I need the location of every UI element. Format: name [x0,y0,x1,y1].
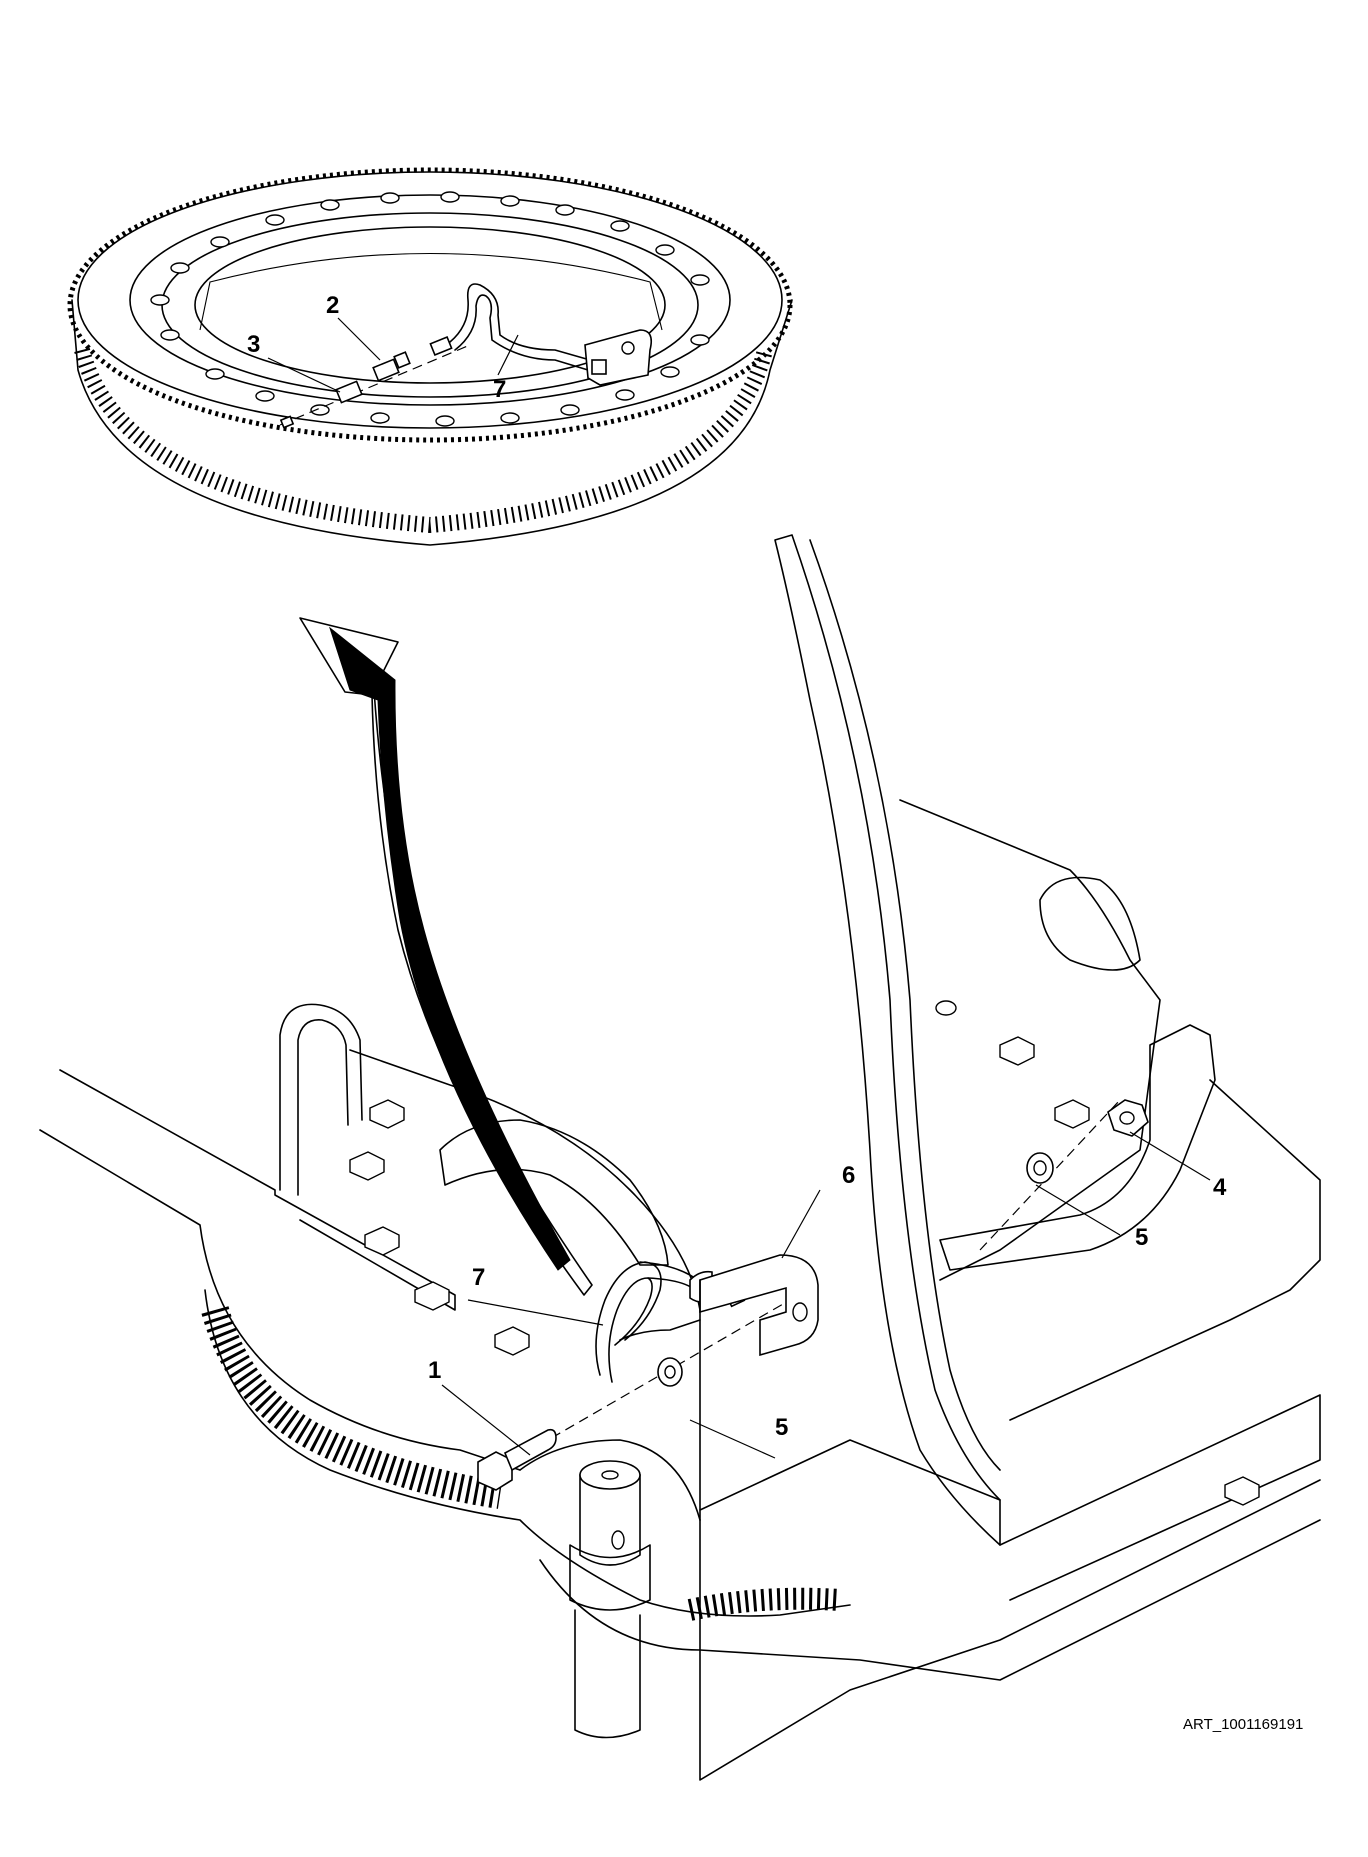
upper-platform [899,799,1161,1281]
leader-lines [267,317,1211,1459]
lower-right-deck [999,1394,1321,1601]
right-bracket-plate [939,1024,1216,1271]
ring-bolt-holes [150,191,710,427]
base-plate-curve [519,1439,1321,1681]
pivot-pin [569,1460,651,1739]
ring-gear-side [71,299,793,546]
callout-5-upper: 5 [1135,1224,1148,1251]
inset-hose-7 [429,283,653,386]
assembly-centerline-lower [509,1299,791,1463]
inset-grease-fitting-3 [279,380,363,429]
lower-gear-ring [201,1306,503,1509]
ring-gear-top-face [77,171,783,429]
zoom-arrow [299,617,593,1296]
zoom-arrow-shadow [329,626,571,1271]
callout-7-inset: 7 [493,376,506,403]
washer-item-5-upper [1026,1152,1054,1184]
u-guard-inner [297,1019,349,1196]
machine-frame [39,534,1321,1781]
callout-6: 6 [842,1162,855,1189]
callouts: 3 2 7 6 4 5 7 1 5 [247,292,1227,1441]
inset-adapter-2 [372,351,411,382]
turntable-opening [439,1119,669,1266]
right-frame-rail [1009,1079,1321,1421]
lower-gear-ring-right [687,1587,841,1621]
zoom-arrow-outline [299,617,593,1296]
bracket-item-6 [699,1254,819,1357]
deck-plate-line [699,1479,1321,1781]
ring-gear-teeth-side [74,347,773,534]
ring-bore [194,226,666,384]
ring-bore-inner-wall [199,252,663,331]
platform-cutout [1039,876,1141,971]
inset-grease-line [279,283,653,429]
washer-item-5-lower [657,1357,683,1387]
callout-5-lower: 5 [775,1414,788,1441]
nut-item-4 [1107,1099,1149,1137]
main-grease-assembly [477,1099,1149,1491]
vertical-arm [774,534,1001,1546]
lower-gear-outline [204,1289,851,1617]
deck-front-edge [699,1439,1001,1511]
slewing-ring-inset [67,167,793,546]
frame-bolt-heads [349,1000,1260,1506]
vertical-arm-inner-edge [809,539,1001,1471]
callout-3: 3 [247,331,260,358]
ring-bolt-circle [129,194,731,406]
callout-4: 4 [1213,1174,1227,1201]
left-chassis-beam-lower [39,1129,521,1471]
art-reference-id: ART_1001169191 [1183,1716,1303,1733]
callout-1: 1 [428,1357,441,1384]
bolt-item-1 [477,1428,557,1491]
callout-2: 2 [326,292,339,319]
u-guard [279,1003,363,1191]
callout-7-main: 7 [472,1264,485,1291]
